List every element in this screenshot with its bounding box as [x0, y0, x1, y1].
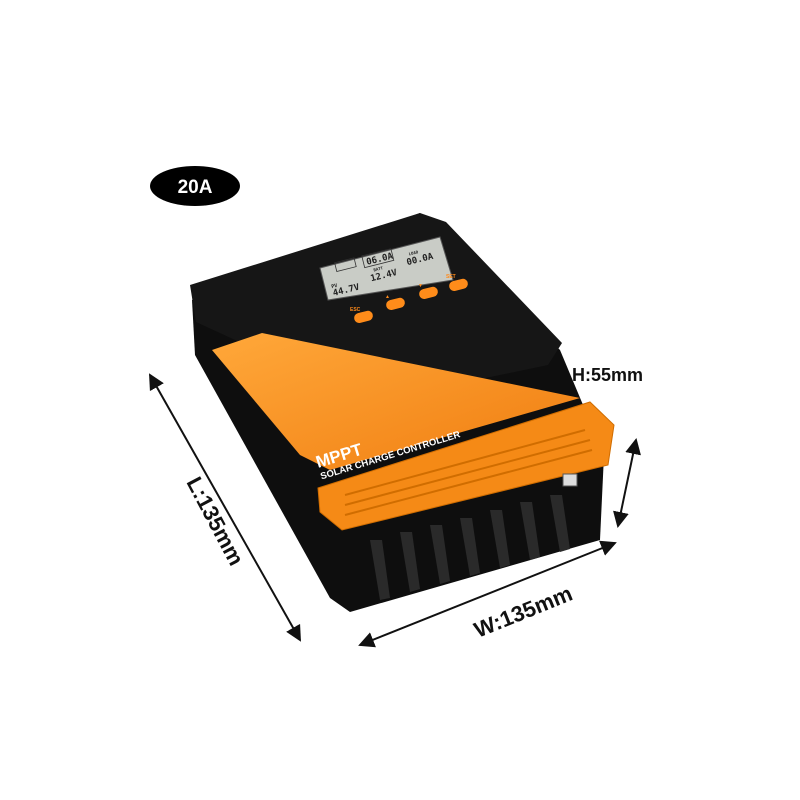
badge-label: 20A: [178, 177, 213, 198]
lcd-screen: PV 44.7V 06.0A BATT 12.4V LOAD 00.0A: [319, 236, 454, 301]
set-label: SET: [446, 274, 456, 280]
length-label: L:135mm: [182, 473, 249, 570]
orange-front-panel: [212, 333, 580, 470]
load-label: LOAD: [408, 249, 419, 256]
esc-button[interactable]: [353, 310, 374, 324]
set-button[interactable]: [448, 278, 469, 292]
height-arrow: [613, 438, 641, 528]
up-button[interactable]: [385, 297, 406, 311]
button-panel: ESC ▲ ▼ SET: [350, 274, 469, 324]
width-label: W:135mm: [471, 581, 576, 643]
length-arrow: [149, 373, 301, 642]
terminal-cover: [317, 401, 615, 531]
cover-ridges: [344, 429, 593, 516]
down-label: ▼: [418, 283, 423, 289]
rating-badge: 20A: [150, 166, 240, 206]
pv-label: PV: [331, 283, 338, 290]
width-arrow: [358, 540, 617, 648]
batt-label: BATT: [373, 265, 384, 272]
usb-port[interactable]: [562, 473, 578, 487]
esc-label: ESC: [350, 307, 361, 313]
up-label: ▲: [385, 294, 390, 300]
height-label: H:55mm: [572, 365, 643, 385]
down-button[interactable]: [418, 286, 439, 300]
